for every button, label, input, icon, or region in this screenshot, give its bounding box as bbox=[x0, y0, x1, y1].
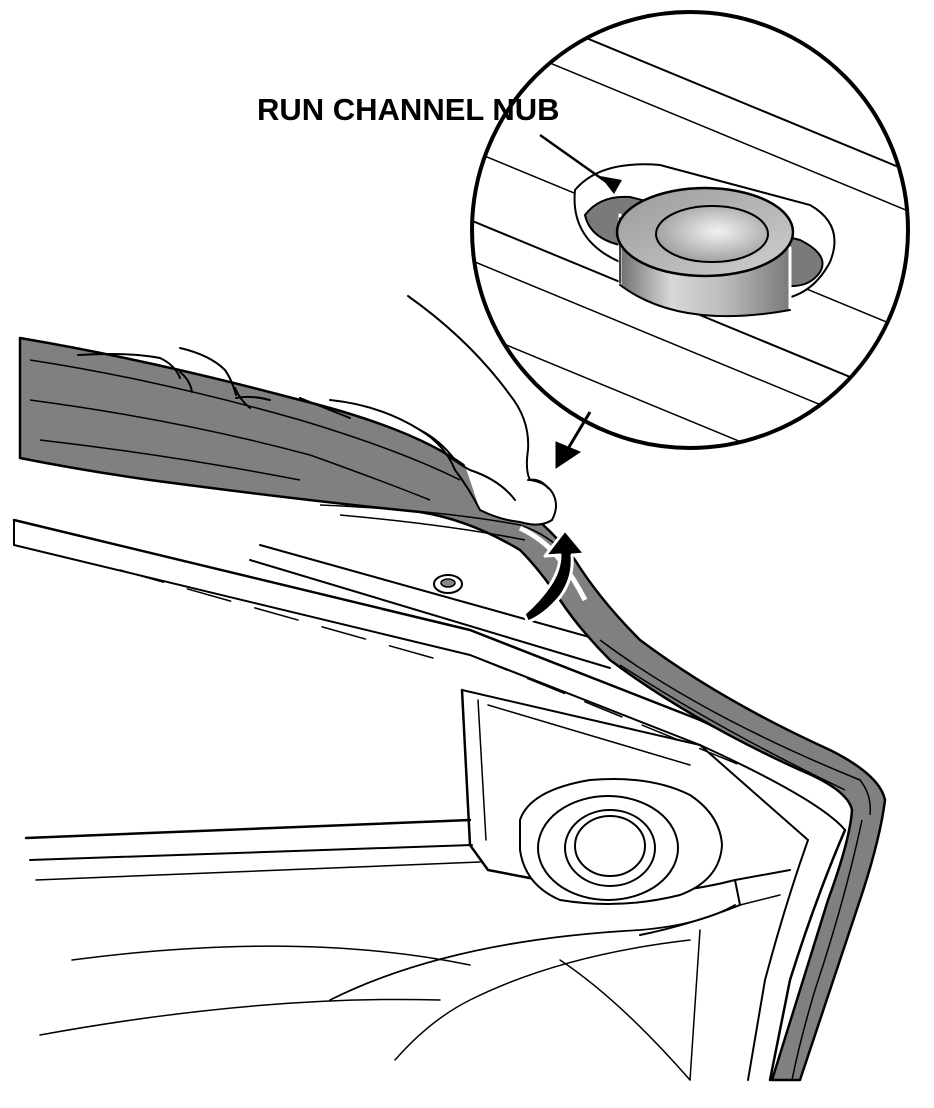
run-channel-nub-scene bbox=[433, 574, 463, 594]
curved-arrow-up-icon bbox=[522, 528, 587, 624]
arrow-down-icon bbox=[555, 411, 592, 469]
run-channel bbox=[18, 336, 887, 1082]
hand bbox=[77, 295, 557, 526]
callout-label: RUN CHANNEL NUB bbox=[257, 92, 560, 127]
tweeter-mount bbox=[519, 778, 724, 905]
door-frame bbox=[12, 518, 882, 1082]
detail-magnifier bbox=[470, 10, 910, 450]
leader-arrow-icon bbox=[539, 133, 622, 194]
